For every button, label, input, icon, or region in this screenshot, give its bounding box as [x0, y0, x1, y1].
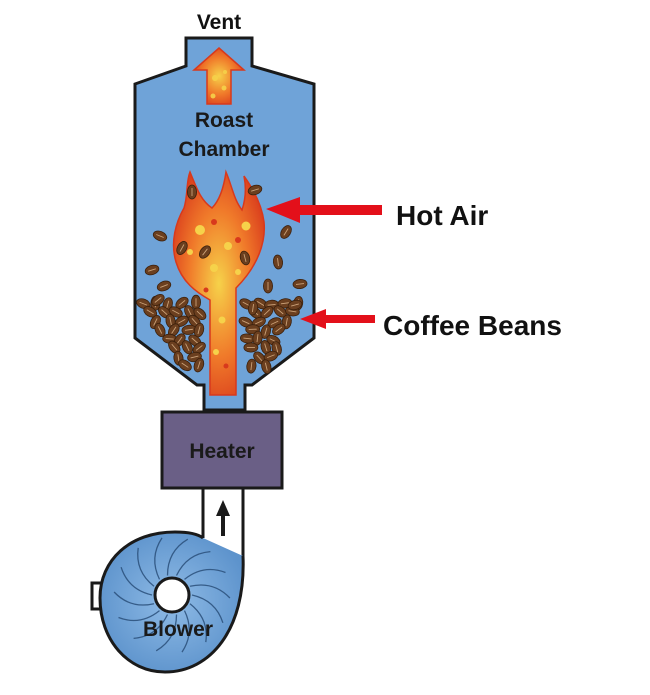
- coffee-bean-crease: [243, 254, 247, 262]
- coffee-bean-crease: [275, 326, 283, 333]
- coffee-bean-crease: [264, 327, 268, 336]
- coffee-bean-crease: [153, 318, 158, 326]
- coffee-bean-crease: [157, 326, 163, 334]
- coffee-bean-crease: [277, 257, 279, 267]
- coffee-bean-pile: [136, 184, 308, 374]
- coffee-bean-crease: [250, 362, 253, 371]
- blower-vane: [154, 537, 163, 580]
- coffee-bean-crease: [177, 318, 186, 324]
- roast-chamber-label-line2: Chamber: [178, 138, 269, 161]
- coffee-bean-crease: [197, 326, 201, 335]
- blower-vane: [181, 610, 190, 653]
- blower-vane: [184, 568, 226, 580]
- coffee-bean-crease: [295, 283, 305, 285]
- blower-vane: [118, 610, 160, 622]
- coffee-bean-crease: [191, 337, 199, 344]
- blower-hub: [153, 576, 191, 614]
- coffee-bean-crease: [166, 300, 170, 309]
- air-duct: [201, 488, 245, 556]
- blower-impeller-vanes: [113, 537, 231, 653]
- heater-label: Heater: [189, 440, 254, 463]
- coffee-bean-crease: [270, 320, 279, 325]
- blower-vane: [137, 547, 155, 587]
- coffee-bean-crease: [263, 309, 271, 316]
- coffee-bean-crease: [264, 343, 268, 352]
- coffee-bean-crease: [172, 309, 180, 315]
- coffee-bean-crease: [185, 343, 190, 351]
- coffee-bean-crease: [264, 362, 268, 371]
- coffee-bean-crease: [291, 303, 299, 307]
- coffee-bean-crease: [139, 301, 148, 306]
- coffee-bean-crease: [184, 328, 193, 331]
- coffee-bean-crease: [181, 362, 189, 368]
- coffee-bean-crease: [251, 303, 255, 313]
- coffee-bean-crease: [283, 228, 289, 236]
- coffee-bean-crease: [202, 248, 208, 256]
- coffee-bean-crease: [187, 308, 192, 316]
- coffee-bean-crease: [285, 317, 288, 326]
- blower-vane: [166, 538, 189, 576]
- blower-vane: [175, 550, 211, 576]
- coffee-bean-crease: [256, 300, 265, 307]
- coffee-bean-crease: [179, 244, 185, 252]
- blower-vane: [189, 603, 207, 643]
- coffee-bean-crease: [156, 234, 164, 238]
- coffee-bean-crease: [197, 361, 201, 370]
- coffee-bean-crease: [241, 320, 250, 325]
- coffee-bean-crease: [171, 343, 178, 351]
- blower-vane: [191, 594, 224, 623]
- coffee-beans-label: Coffee Beans: [383, 310, 562, 341]
- coffee-bean-crease: [191, 318, 198, 325]
- blower-vane: [120, 567, 153, 596]
- vent-arrow-texture: [210, 70, 227, 99]
- coffee-bean-crease: [243, 337, 252, 340]
- coffee-bean-crease: [275, 344, 279, 353]
- vent-arrow-icon: [192, 47, 246, 105]
- coffee-bean-crease: [154, 297, 162, 303]
- blower-vane: [113, 591, 155, 606]
- coffee-bean-crease: [280, 302, 289, 305]
- coffee-bean-crease: [256, 354, 263, 362]
- coffee-bean-crease: [169, 316, 172, 326]
- roast-chamber-label-line1: Roast: [195, 109, 253, 132]
- coffee-bean-crease: [254, 320, 263, 325]
- coffee-bean-crease: [146, 309, 154, 315]
- hot-air-flame: [172, 169, 266, 396]
- heater-box: [160, 410, 284, 490]
- vent-label: Vent: [197, 11, 241, 34]
- coffee-bean-crease: [190, 355, 199, 359]
- coffee-bean-crease: [176, 336, 183, 344]
- airflow-up-arrow-icon: [216, 500, 230, 536]
- coffee-bean-crease: [256, 334, 259, 343]
- blower-label: Blower: [143, 618, 213, 641]
- coffee-bean-crease: [160, 284, 168, 288]
- coffee-bean-crease: [148, 268, 156, 272]
- coffee-bean-crease: [267, 354, 275, 359]
- coffee-bean-crease: [171, 326, 177, 334]
- coffee-beans-pointer-arrow-icon: [300, 309, 375, 329]
- blower-vane: [189, 584, 231, 599]
- coffee-bean-crease: [195, 345, 203, 351]
- coffee-bean-crease: [161, 309, 168, 316]
- coffee-bean-crease: [165, 338, 174, 340]
- hot-air-pointer-arrow-icon: [266, 197, 382, 223]
- coffee-bean-crease: [267, 304, 276, 306]
- coffee-bean-crease: [177, 354, 180, 363]
- blower-vane: [155, 614, 178, 652]
- coffee-bean-crease: [196, 310, 204, 317]
- coffee-bean-crease: [288, 310, 297, 313]
- coffee-bean-crease: [178, 300, 186, 306]
- hot-air-label: Hot Air: [396, 200, 488, 231]
- coffee-bean-crease: [276, 308, 284, 315]
- coffee-bean-crease: [251, 188, 259, 192]
- blower-vane: [133, 614, 169, 640]
